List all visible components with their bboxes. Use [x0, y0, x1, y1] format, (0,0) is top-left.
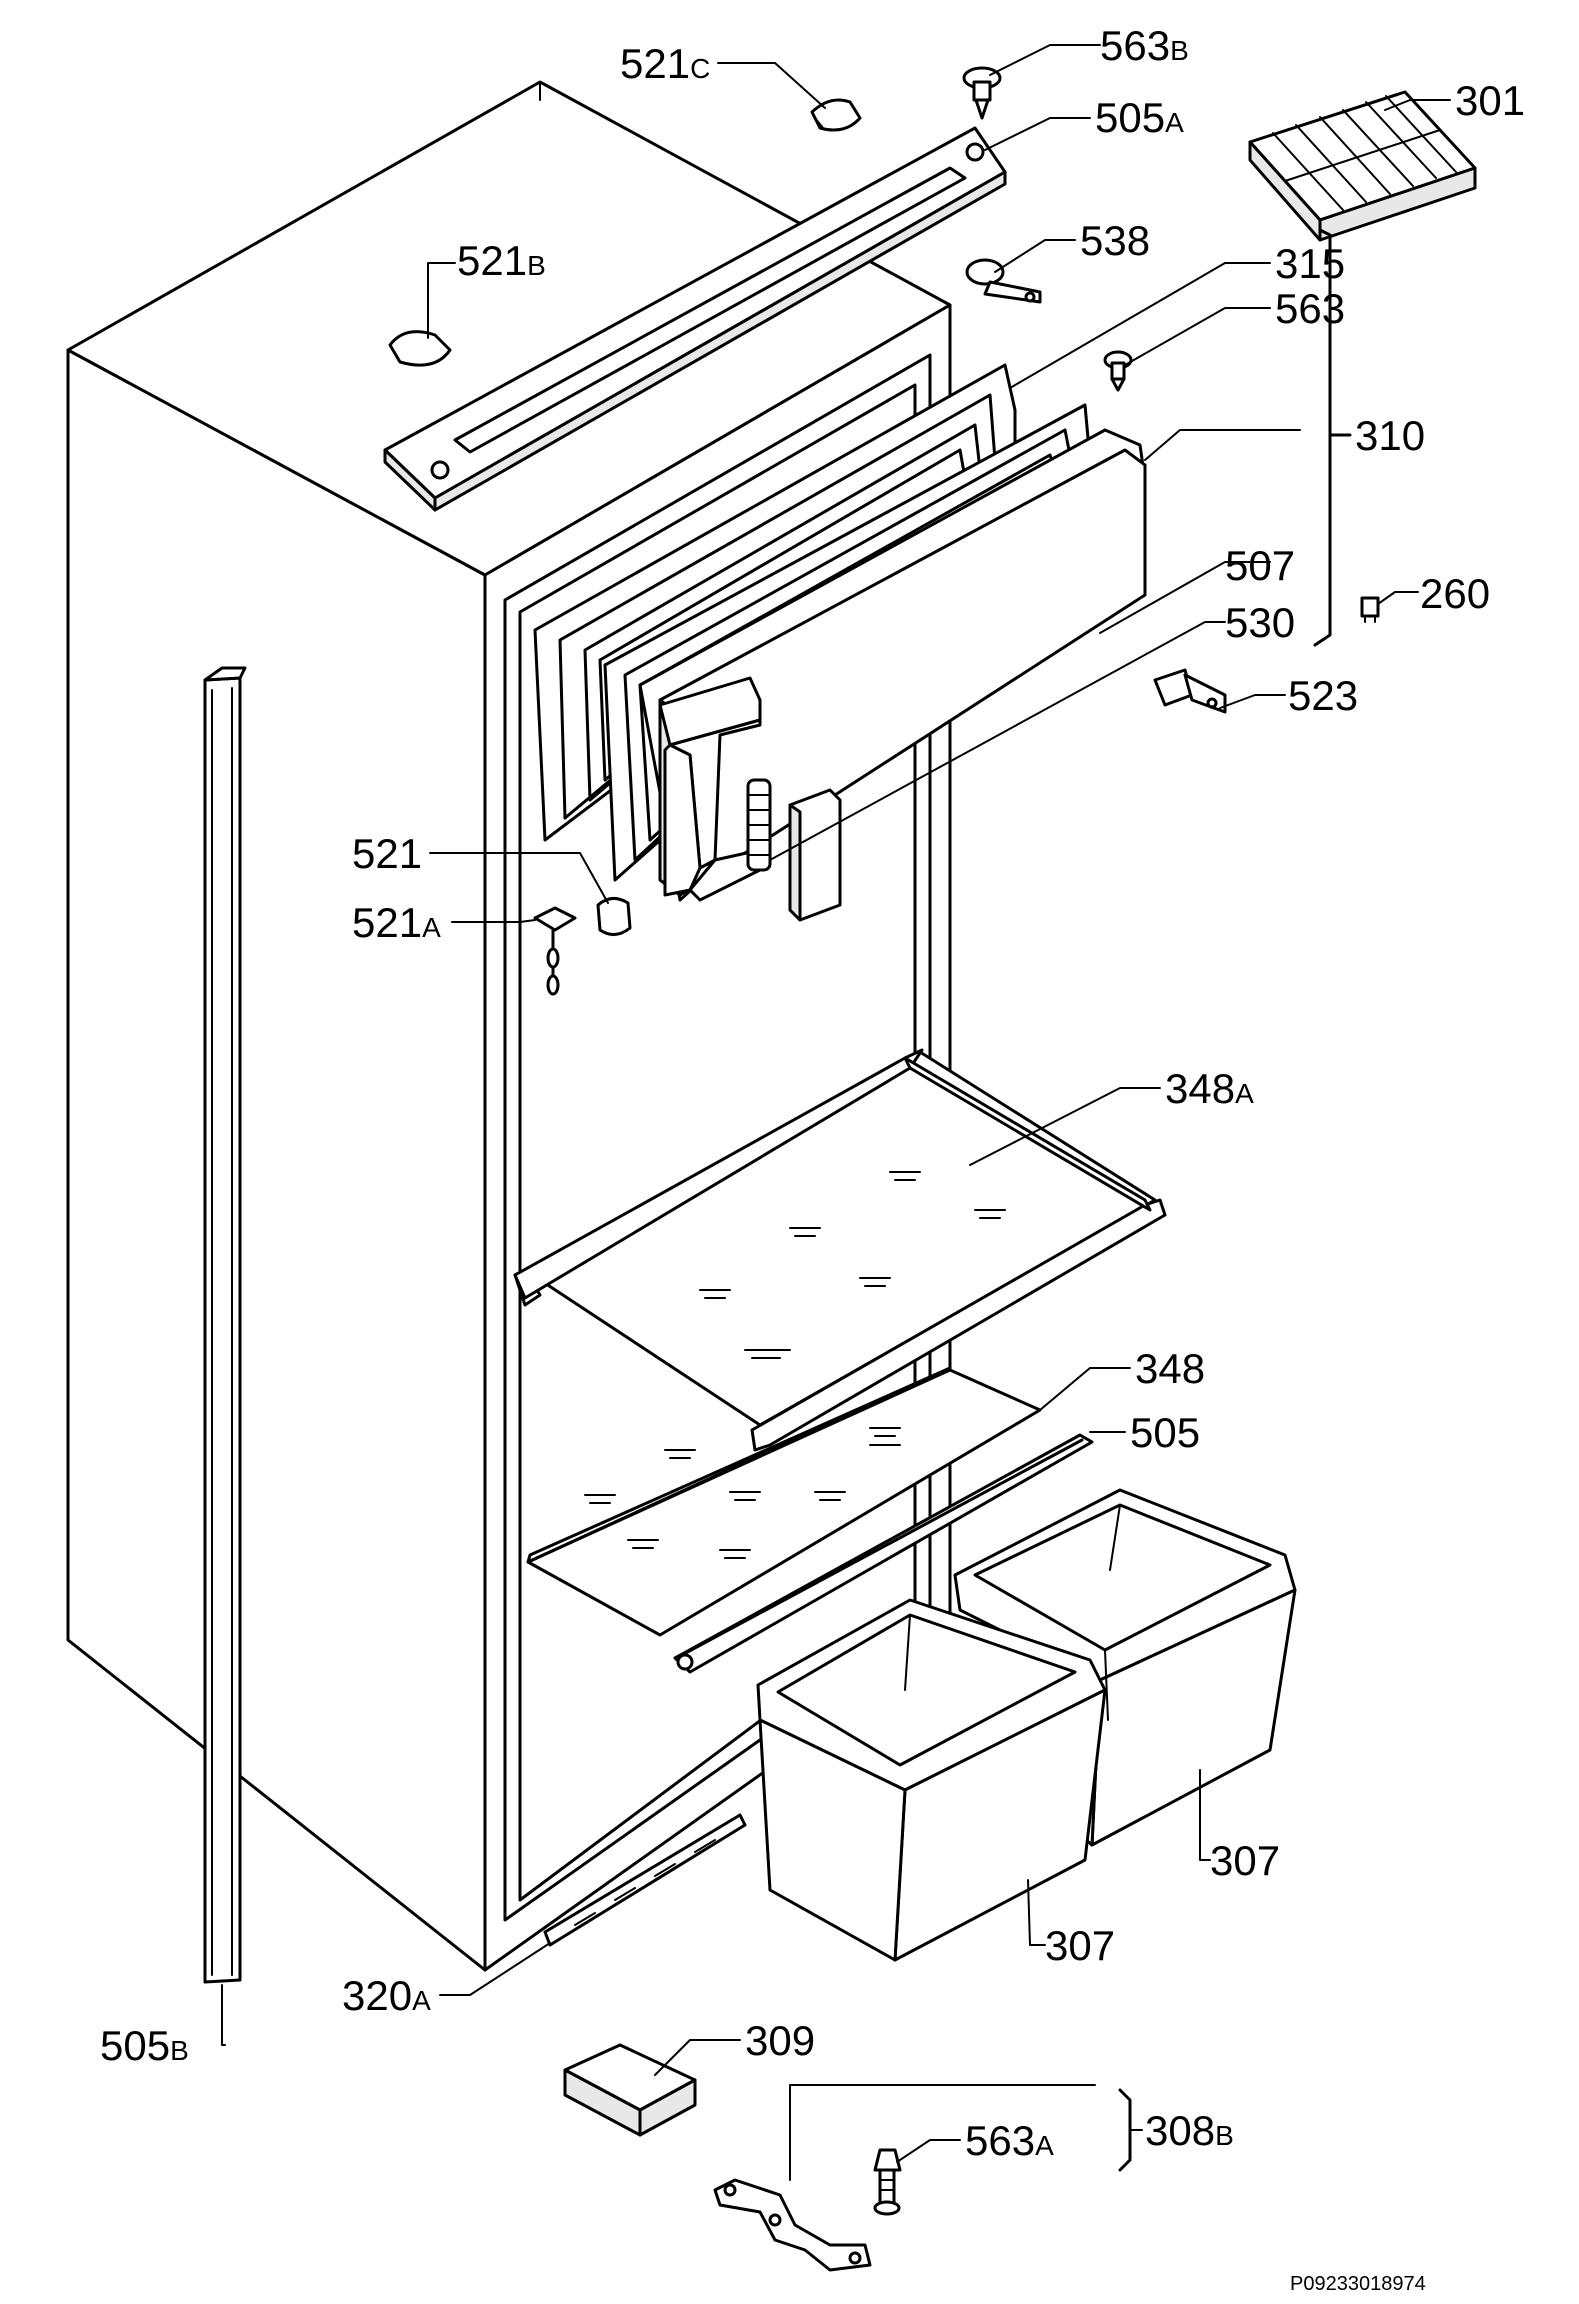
cap-521c — [810, 98, 862, 132]
label-530-num: 530 — [1225, 599, 1295, 646]
door-handle-block — [788, 788, 842, 922]
label-521b-suffix: B — [527, 250, 546, 281]
label-307-right: 307 — [1210, 1837, 1280, 1884]
label-563b: 563B — [1100, 22, 1189, 69]
label-521: 521 — [352, 830, 422, 877]
knob-521 — [596, 897, 632, 936]
label-505b: 505B — [100, 2022, 189, 2069]
label-523-num: 523 — [1288, 672, 1358, 719]
label-521c-suffix: C — [690, 53, 710, 84]
label-505-num: 505 — [1130, 1409, 1200, 1456]
label-348a: 348A — [1165, 1065, 1254, 1112]
label-563: 563 — [1275, 285, 1345, 332]
bottom-hinge-308b — [713, 2178, 872, 2272]
label-521a-suffix: A — [422, 912, 441, 943]
top-hinge-bar-505a — [383, 126, 1007, 512]
label-348-num: 348 — [1135, 1345, 1205, 1392]
label-309-num: 309 — [745, 2017, 815, 2064]
bottom-rail-320a — [543, 1813, 747, 1947]
label-320a: 320A — [342, 1972, 431, 2019]
pin-563 — [1103, 350, 1133, 392]
box-309 — [563, 2043, 697, 2137]
front-strip-505b — [203, 666, 247, 1984]
label-260: 260 — [1420, 570, 1490, 617]
label-521a-num: 521 — [352, 899, 422, 946]
cabinet-side-panel — [66, 348, 487, 1972]
label-307-left: 307 — [1045, 1922, 1115, 1969]
latch-521a — [533, 906, 577, 996]
label-307-right-num: 307 — [1210, 1837, 1280, 1884]
label-507-num: 507 — [1225, 542, 1295, 589]
label-538-num: 538 — [1080, 217, 1150, 264]
label-301: 301 — [1455, 77, 1525, 124]
label-505b-num: 505 — [100, 2022, 170, 2069]
drawing-code: P09233018974 — [1290, 2273, 1426, 2295]
door-flap-530 — [658, 676, 762, 902]
label-563b-suffix: B — [1170, 35, 1189, 66]
label-521c: 521C — [620, 40, 710, 87]
label-563-num: 563 — [1275, 285, 1345, 332]
leader-lines — [221, 44, 1451, 2181]
ice-tray-301 — [1248, 90, 1477, 242]
label-308b-num: 308 — [1145, 2107, 1215, 2154]
label-308b: 308B — [1145, 2107, 1234, 2154]
screw-563a — [873, 2148, 902, 2216]
label-507: 507 — [1225, 542, 1295, 589]
label-308b-suffix: B — [1215, 2120, 1234, 2151]
spring-hinge — [746, 778, 772, 872]
label-505a-num: 505 — [1095, 94, 1165, 141]
label-260-num: 260 — [1420, 570, 1490, 617]
label-521c-num: 521 — [620, 40, 690, 87]
label-505: 505 — [1130, 1409, 1200, 1456]
shelf-support-505 — [673, 1433, 1094, 1674]
label-521a: 521A — [352, 899, 441, 946]
label-563a-suffix: A — [1035, 2130, 1054, 2161]
label-530: 530 — [1225, 599, 1295, 646]
switch-260 — [1360, 596, 1380, 623]
pin-563b — [962, 66, 1002, 120]
label-348a-suffix: A — [1235, 1078, 1254, 1109]
label-563a-num: 563 — [965, 2117, 1035, 2164]
label-505b-suffix: B — [170, 2035, 189, 2066]
label-320a-num: 320 — [342, 1972, 412, 2019]
label-505a: 505A — [1095, 94, 1184, 141]
label-538: 538 — [1080, 217, 1150, 264]
label-521-num: 521 — [352, 830, 422, 877]
label-348a-num: 348 — [1165, 1065, 1235, 1112]
lamp-holder-523 — [1153, 668, 1227, 714]
glass-shelf-348a — [513, 1048, 1167, 1452]
label-505a-suffix: A — [1165, 107, 1184, 138]
label-523: 523 — [1288, 672, 1358, 719]
label-348: 348 — [1135, 1345, 1205, 1392]
label-309: 309 — [745, 2017, 815, 2064]
label-315: 315 — [1275, 240, 1345, 287]
label-315-num: 315 — [1275, 240, 1345, 287]
label-310-num: 310 — [1355, 412, 1425, 459]
hinge-538 — [965, 258, 1042, 304]
part-labels: 521C 563B 505A 301 521B 538 315 563 310 … — [100, 22, 1525, 2164]
label-310: 310 — [1355, 412, 1425, 459]
label-307-left-num: 307 — [1045, 1922, 1115, 1969]
label-563a: 563A — [965, 2117, 1054, 2164]
glass-reflection-marks — [699, 1171, 1006, 1359]
cap-521b — [388, 330, 452, 367]
label-563b-num: 563 — [1100, 22, 1170, 69]
label-521b: 521B — [457, 237, 546, 284]
glass-reflection-marks-2 — [584, 1427, 901, 1559]
label-301-num: 301 — [1455, 77, 1525, 124]
label-521b-num: 521 — [457, 237, 527, 284]
label-320a-suffix: A — [412, 1985, 431, 2016]
crisper-bin-left-307 — [756, 1598, 1107, 1962]
